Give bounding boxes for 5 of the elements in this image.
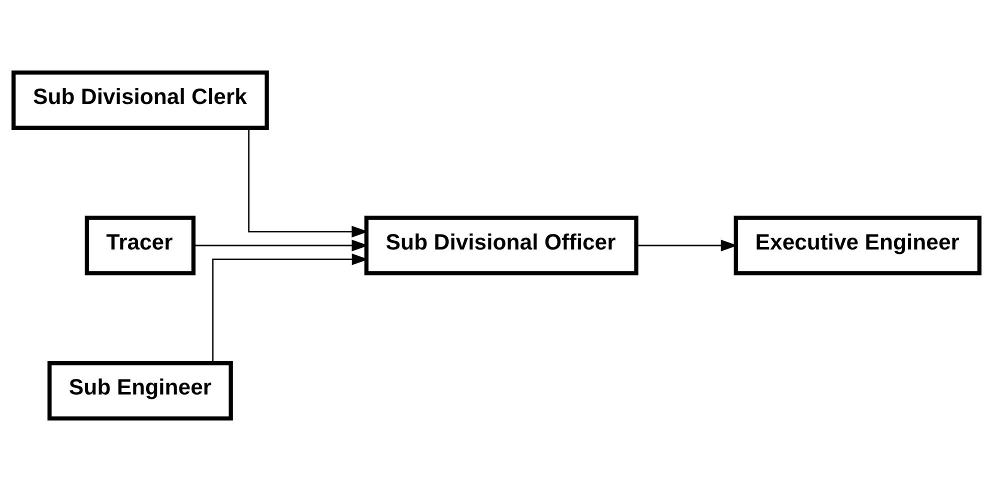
node-box: Sub Engineer	[47, 361, 233, 421]
node-box: Sub Divisional Clerk	[12, 70, 269, 130]
node-box: Executive Engineer	[734, 216, 982, 276]
node-box: Tracer	[84, 216, 196, 276]
node-box: Sub Divisional Officer	[364, 216, 638, 276]
